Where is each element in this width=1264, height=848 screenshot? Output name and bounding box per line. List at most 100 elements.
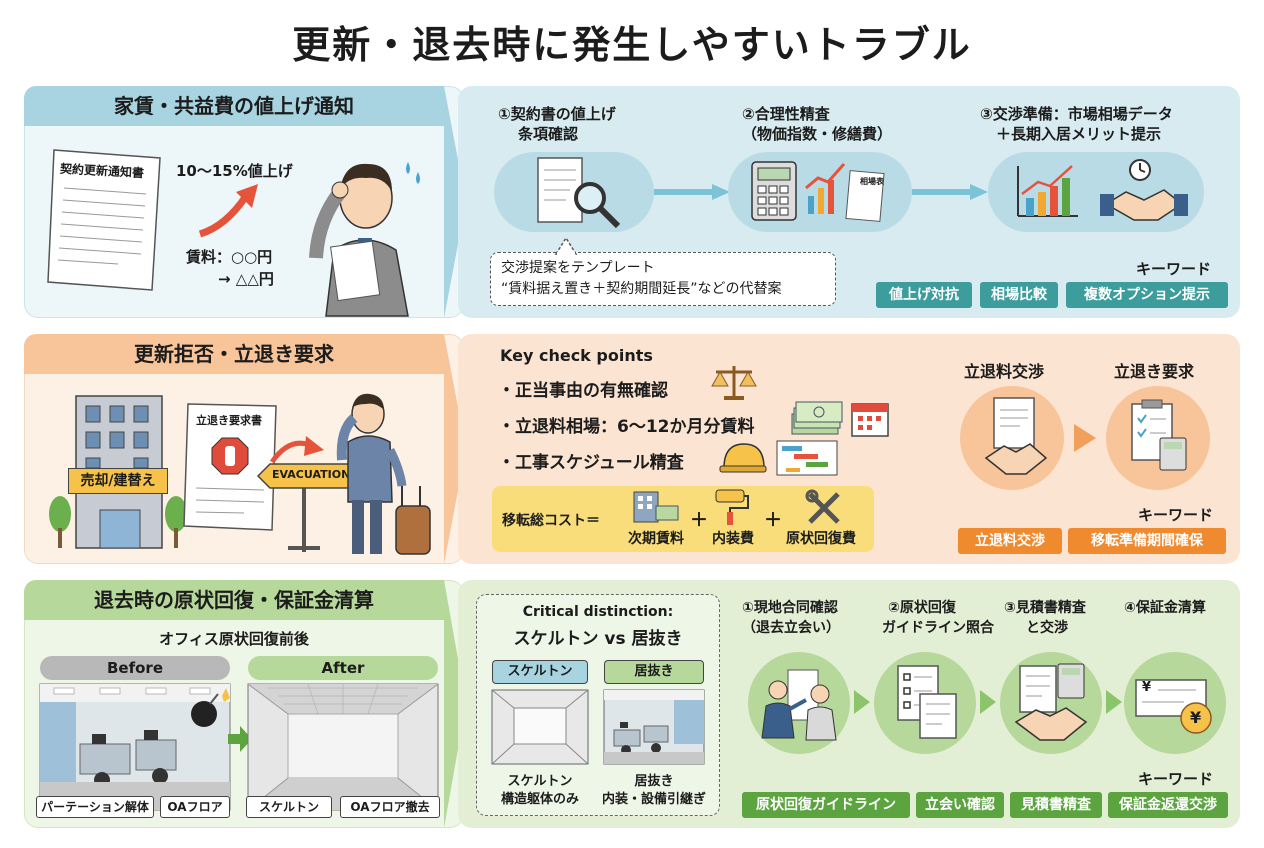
s1-keyword-1: 値上げ対抗	[876, 282, 972, 308]
document-magnifier-icon	[537, 157, 621, 229]
yen-symbol-1: ¥	[1142, 680, 1152, 695]
s3-keyword-1: 原状回復ガイドライン	[742, 792, 910, 818]
eviction-doc-title: 立退き要求書	[196, 414, 262, 427]
estimate-handshake-icon	[1014, 663, 1088, 741]
gantt-chart-icon	[776, 440, 838, 476]
check-refund-icon	[1135, 679, 1212, 734]
section1-heading-bar	[24, 86, 444, 126]
critical-line2: スケルトン vs 居抜き	[513, 629, 683, 649]
skeleton-caption-1: スケルトン	[507, 774, 573, 789]
rent-line1: 賃料：○○円	[186, 248, 273, 266]
raise-arrow-icon	[198, 184, 258, 238]
s1-step3-line2: ＋長期入居メリット提示	[996, 125, 1162, 143]
worried-person-icon	[309, 162, 420, 317]
site-inspection-icon	[761, 669, 837, 741]
after-office-image	[247, 683, 439, 811]
tag-skeleton: スケルトン	[246, 796, 332, 818]
after-label: After	[248, 656, 438, 680]
s1-note-pointer	[554, 236, 578, 256]
s2-keyword-1: 立退料交渉	[958, 528, 1062, 554]
page-title: 更新・退去時に発生しやすいトラブル	[292, 23, 972, 67]
section2-heading-bar	[24, 334, 444, 374]
s3-step2-line2: ガイドライン照合	[882, 620, 994, 636]
s1-step1-title: ①契約書の値上げ条項確認	[498, 104, 616, 144]
s3-step2-line1: ②原状回復	[888, 600, 956, 616]
skeleton-label: スケルトン	[492, 660, 588, 684]
tools-icon	[805, 489, 840, 524]
s2-nego-title-2: 立退き要求	[1114, 362, 1195, 381]
s3-step3-title: ③見積書精査と交渉	[1004, 598, 1086, 638]
s1-step1-line2: 条項確認	[518, 125, 579, 143]
skeleton-room-image	[491, 689, 589, 765]
s1-step2-title: ②合理性精査（物価指数・修繕費）	[742, 104, 892, 144]
s3-step1-title: ①現地合同確認（退去立会い）	[742, 598, 840, 638]
check-point-2: ・立退料相場：6〜12か月分賃料	[498, 417, 755, 437]
s1-flow-arrow-1	[654, 184, 730, 200]
plus-1: ＋	[690, 510, 708, 531]
scale-icon	[711, 366, 757, 400]
s2-nego-title-1: 立退料交渉	[964, 362, 1045, 381]
building-sign: 売却/建替え	[68, 468, 168, 494]
leaving-person-icon	[336, 393, 431, 555]
tag-partition: パーテーション解体	[36, 796, 154, 818]
section3-heading: 退去時の原状回復・保証金清算	[94, 588, 374, 612]
s3-keyword-label: キーワード	[1138, 770, 1214, 788]
s2-keyword-2: 移転準備期間確保	[1068, 528, 1226, 554]
s1-flow-arrow-2	[912, 184, 988, 200]
plus-2: ＋	[764, 510, 782, 531]
s1-note-line1: 交渉提案をテンプレート	[501, 260, 655, 276]
section3-arrow	[444, 580, 466, 828]
notice-document-icon	[47, 149, 161, 291]
clipboard-calculator-icon	[1131, 399, 1187, 471]
s1-keyword-2: 相場比較	[980, 282, 1058, 308]
evacuation-arrow-icon	[269, 436, 324, 464]
inuki-room-image	[603, 689, 705, 765]
section1-arrow	[444, 86, 466, 318]
calendar-icon	[851, 403, 889, 437]
money-stack-icon	[791, 401, 843, 435]
doc-handshake-icon	[984, 397, 1048, 475]
s2-keyword-label: キーワード	[1138, 506, 1214, 524]
s1-keyword-3: 複数オプション提示	[1066, 282, 1228, 308]
inuki-label: 居抜き	[604, 660, 704, 684]
s3-keyword-3: 見積書精査	[1010, 792, 1102, 818]
s1-step3-title: ③交渉準備：市場相場データ＋長期入居メリット提示	[980, 104, 1173, 144]
section2-heading: 更新拒否・立退き要求	[134, 342, 334, 366]
s3-keyword-4: 保証金返還交渉	[1108, 792, 1228, 818]
section2-arrow	[444, 334, 466, 564]
critical-line1: Critical distinction:	[522, 604, 674, 620]
checklist-icon	[897, 665, 957, 739]
evacuation-text: EVACUATION	[272, 468, 351, 481]
cost-item-1: 次期賃料	[628, 531, 684, 547]
raise-text: 10〜15%値上げ	[176, 162, 293, 180]
calculator-chart-icon	[751, 161, 885, 222]
s1-step2-line1: ②合理性精査	[742, 105, 830, 123]
s3-step4-title: ④保証金清算	[1124, 598, 1206, 618]
s3-step4-line1: ④保証金清算	[1124, 600, 1206, 616]
s1-note-line2: “賃料据え置き＋契約期間延長”などの代替案	[501, 281, 782, 297]
s1-step1-line1: ①契約書の値上げ	[498, 105, 616, 123]
yen-symbol-2: ¥	[1190, 708, 1202, 727]
check-point-1: ・正当事由の有無確認	[498, 381, 668, 401]
before-office-image	[39, 683, 231, 811]
s3-subtitle: オフィス原状回復前後	[159, 630, 309, 648]
before-label: Before	[40, 656, 230, 680]
eviction-document-icon	[183, 403, 277, 531]
s1-template-note: 交渉提案をテンプレート “賃料据え置き＋契約期間延長”などの代替案	[490, 252, 836, 306]
total-cost-label: 移転総コスト＝	[502, 513, 600, 529]
next-rent-icon	[633, 491, 679, 523]
tag-oa-floor: OAフロア	[160, 796, 230, 818]
s3-step3-line1: ③見積書精査	[1004, 600, 1086, 616]
bar-chart-handshake-icon	[1017, 159, 1188, 221]
s1-keyword-label: キーワード	[1136, 260, 1212, 278]
paint-roller-icon	[715, 489, 749, 525]
rent-line2: → △△円	[218, 270, 274, 288]
before-after-arrow	[228, 726, 252, 752]
s3-chevron-2	[980, 690, 996, 714]
section3-heading-bar	[24, 580, 444, 620]
s3-step2-title: ②原状回復ガイドライン照合	[882, 598, 994, 638]
s3-step1-line2: （退去立会い）	[742, 620, 840, 636]
skeleton-caption-2: 構造躯体のみ	[500, 792, 579, 807]
small-doc-label: 相場表	[860, 177, 884, 186]
s3-step3-line2: と交渉	[1026, 620, 1068, 636]
